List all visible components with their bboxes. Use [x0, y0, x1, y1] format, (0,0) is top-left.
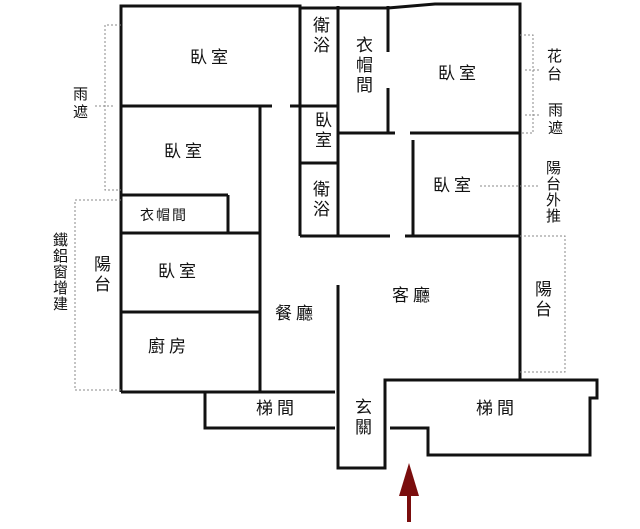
room-bedroom-top-left: 臥室: [190, 48, 232, 68]
room-stair-right: 梯間: [476, 399, 518, 419]
room-closet-left: 衣帽間: [140, 208, 188, 224]
room-balcony-right: 陽台: [531, 280, 551, 320]
room-closet-right: 衣帽間: [352, 36, 372, 96]
room-bath-lower: 衛浴: [309, 180, 329, 220]
room-stair-left: 梯間: [256, 399, 298, 419]
annotation-canopy-left: 雨遮: [71, 86, 89, 122]
room-bath-top: 衛浴: [309, 16, 329, 56]
room-foyer: 玄關: [351, 398, 371, 438]
room-bedroom-mid-left: 臥室: [164, 142, 206, 162]
room-dining: 餐廳: [275, 304, 317, 324]
room-bedroom-small: 臥室: [311, 111, 331, 151]
annotation-balcony-extended: 陽台外推: [544, 160, 562, 224]
dashed-outlines: [74, 24, 566, 391]
room-bedroom-mid-right: 臥室: [433, 176, 475, 196]
annotation-planter: 花台: [545, 48, 563, 84]
room-balcony-left: 陽台: [90, 255, 110, 295]
room-living: 客廳: [392, 286, 434, 306]
room-kitchen: 廚房: [148, 337, 190, 357]
walls: [119, 2, 599, 470]
room-bedroom-top-right: 臥室: [438, 64, 480, 84]
annotation-canopy-right: 雨遮: [546, 102, 564, 138]
entry-arrow: [399, 463, 419, 522]
annotation-iron-window: 鐵鋁窗增建: [51, 232, 69, 312]
room-bedroom-lower-left: 臥室: [158, 262, 200, 282]
